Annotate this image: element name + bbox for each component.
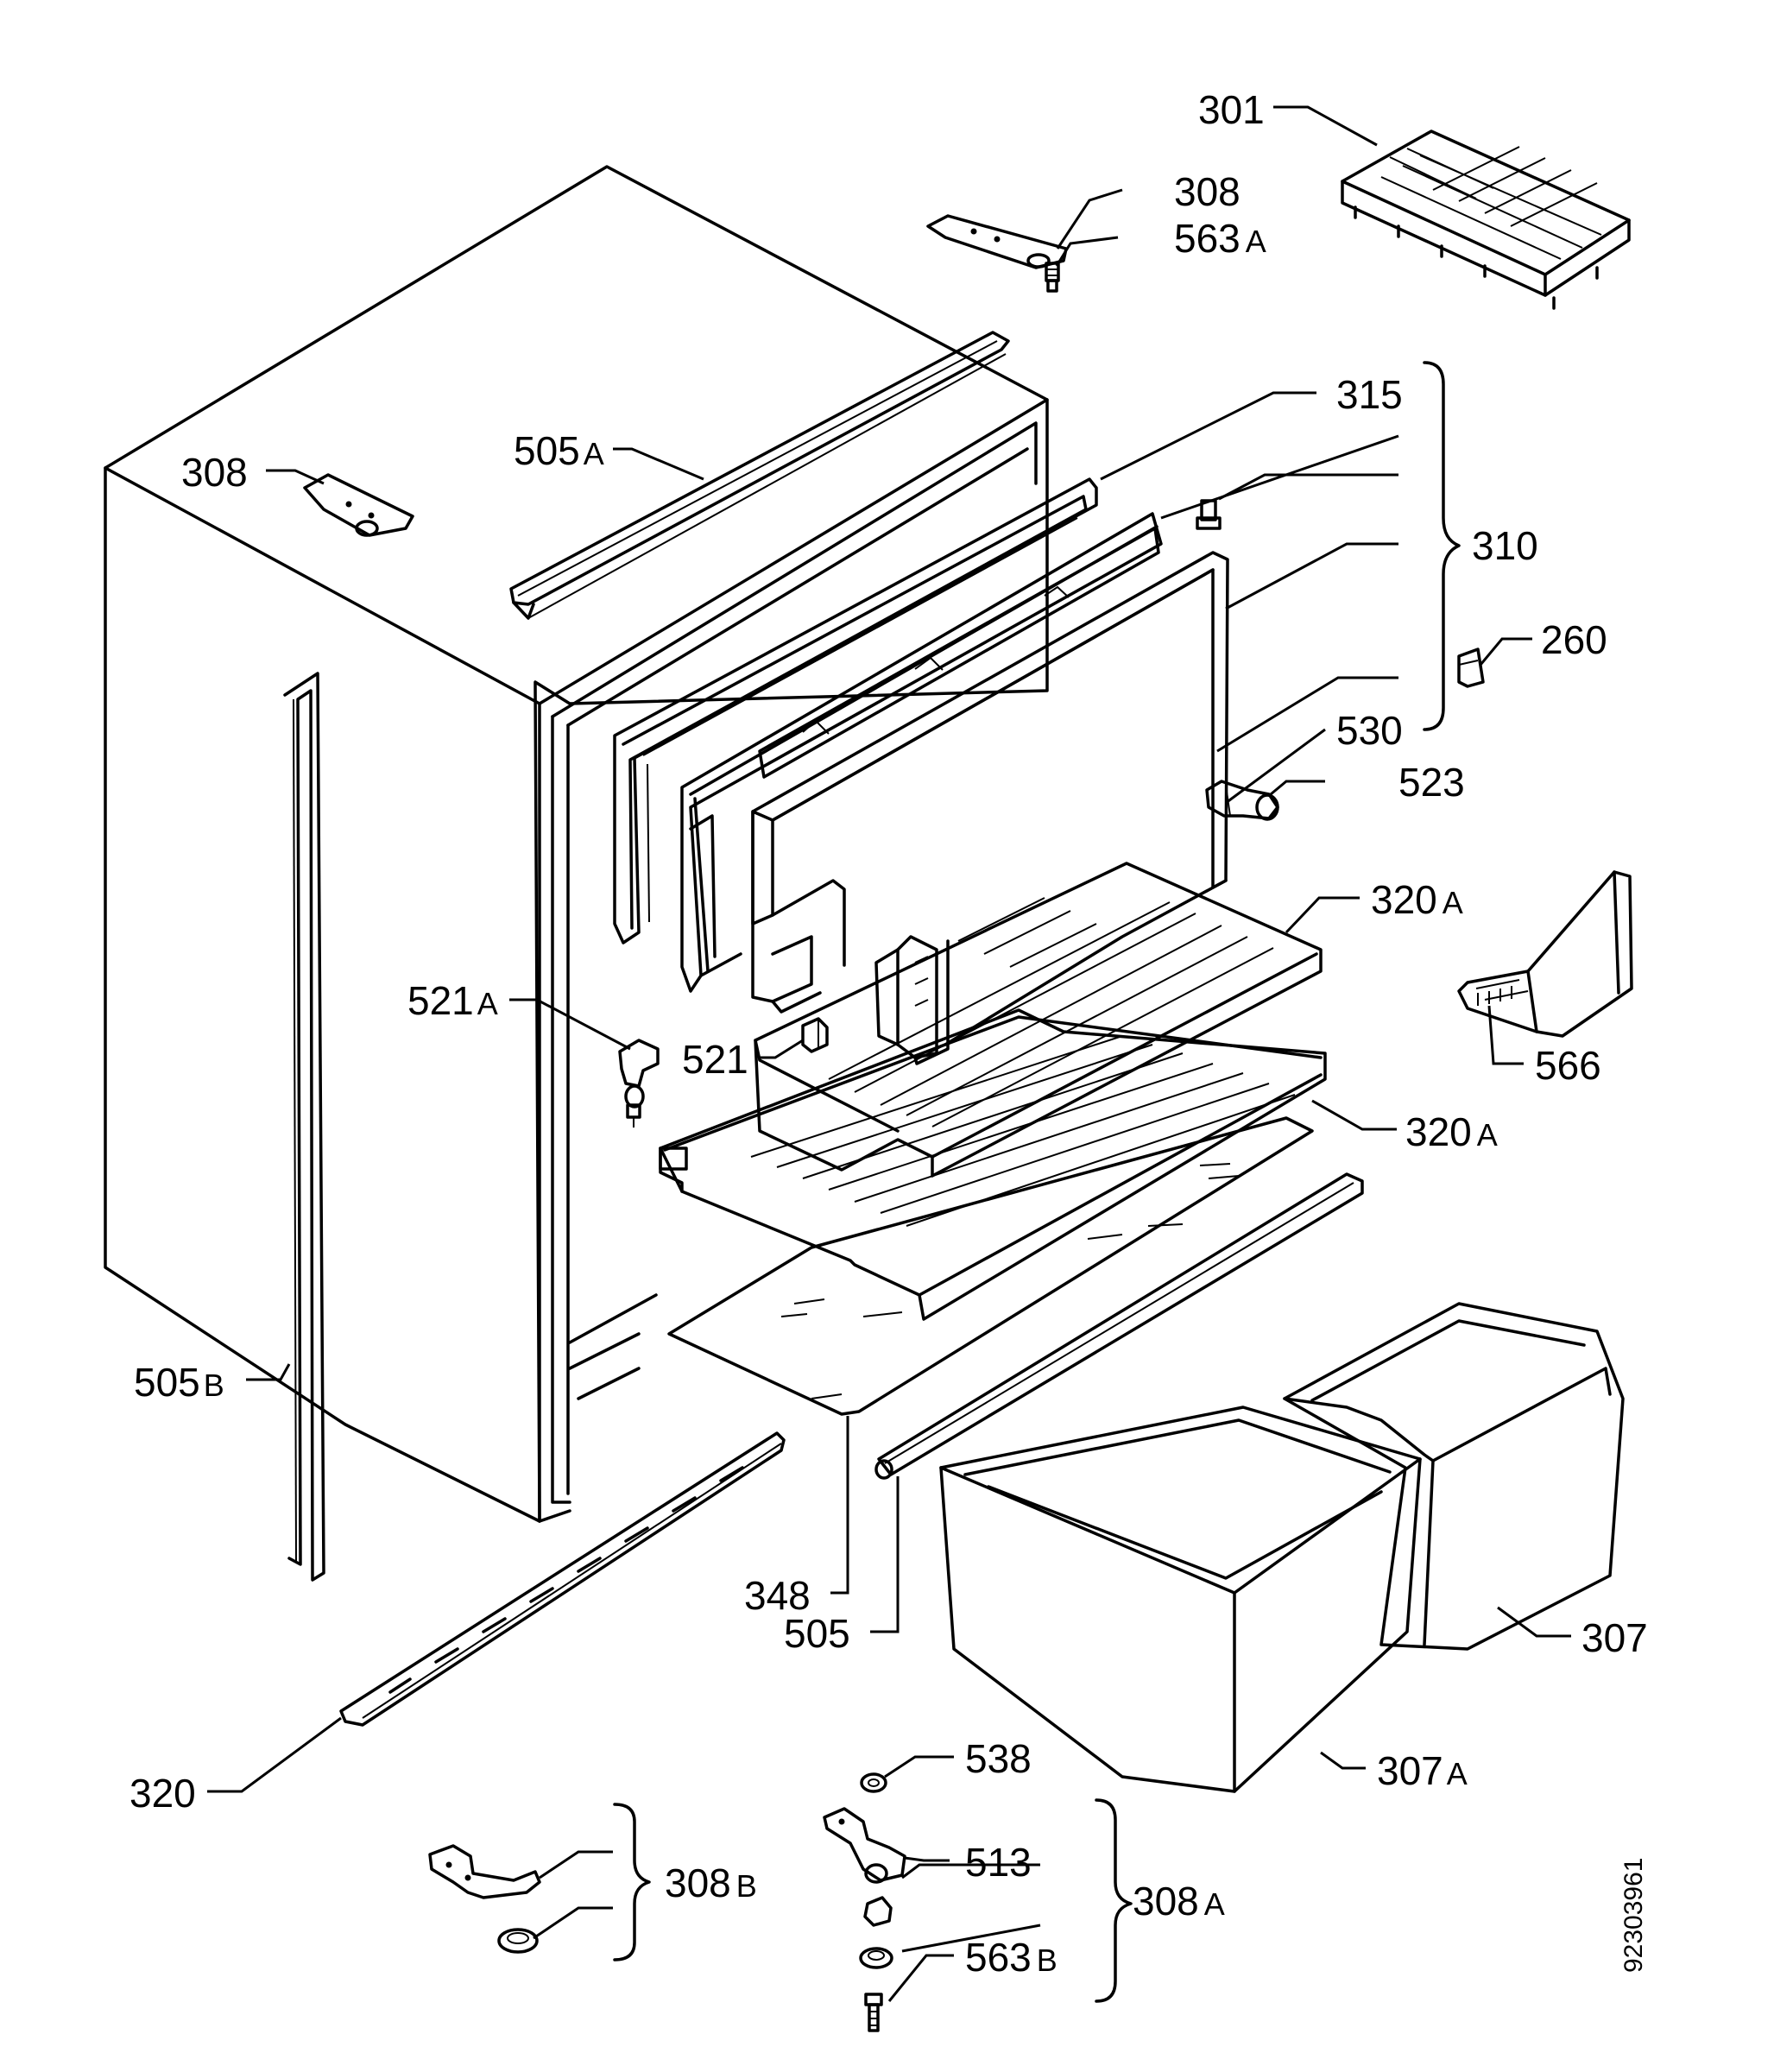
part-308a-hinge-bracket <box>823 1807 906 1884</box>
callout-530: 530 <box>1336 708 1403 753</box>
part-301-ice-cube-tray <box>1341 130 1631 310</box>
part-320a-upper-shelf <box>754 862 1323 1178</box>
callout-566: 566 <box>1535 1043 1601 1088</box>
callout-308-left: 308 <box>181 450 248 495</box>
callout-521: 521 <box>682 1037 748 1082</box>
callout-310: 310 <box>1472 523 1538 568</box>
cabinet-body <box>104 165 1049 1523</box>
part-307a-door-bin <box>939 1406 1422 1793</box>
drawing-number: 92303961 <box>1619 1858 1648 1973</box>
part-566-ice-scraper <box>1457 870 1633 1038</box>
callout-315: 315 <box>1336 372 1403 417</box>
part-521a-lamp-holder <box>618 1039 660 1128</box>
part-320a-lower-shelf <box>659 1008 1327 1321</box>
part-307-door-bin <box>1283 1302 1625 1651</box>
part-260-clip <box>1457 648 1485 688</box>
part-308-hinge-plate-left <box>303 473 414 537</box>
callout-513: 513 <box>965 1840 1032 1885</box>
callout-523: 523 <box>1398 760 1465 805</box>
callout-301: 301 <box>1198 87 1265 132</box>
part-308a-washer <box>859 1947 893 1969</box>
part-563a-screw <box>1045 262 1060 293</box>
part-320-slotted-rail <box>339 1431 786 1727</box>
callout-538: 538 <box>965 1736 1032 1781</box>
part-523-handle <box>1205 780 1279 821</box>
part-521-clip <box>801 1017 829 1053</box>
part-308b-lower-hinge <box>428 1844 541 1899</box>
part-505a-top-rail <box>509 331 1010 620</box>
part-530-door-panel <box>751 551 1229 1065</box>
callout-505: 505 <box>784 1611 850 1656</box>
braces <box>613 361 1461 2003</box>
callout-307: 307 <box>1581 1615 1648 1660</box>
callout-348: 348 <box>744 1573 811 1618</box>
part-348-glass-plate <box>667 1116 1314 1416</box>
part-308b-washer <box>497 1928 539 1954</box>
leader-lines <box>207 105 1571 2002</box>
part-505b-gasket-strip <box>283 672 325 1582</box>
part-315-door-gasket <box>613 477 1098 944</box>
part-308-hinge-plate-top <box>926 214 1068 269</box>
part-505-front-rail <box>874 1172 1364 1480</box>
callout-308-top: 308 <box>1174 169 1241 214</box>
part-513-bushing <box>863 1896 893 1927</box>
part-563b-screw <box>864 1993 883 2032</box>
callout-260: 260 <box>1541 617 1607 662</box>
part-310-door-liner <box>680 512 1163 993</box>
callout-320: 320 <box>129 1771 196 1816</box>
part-538-nut <box>860 1772 887 1793</box>
